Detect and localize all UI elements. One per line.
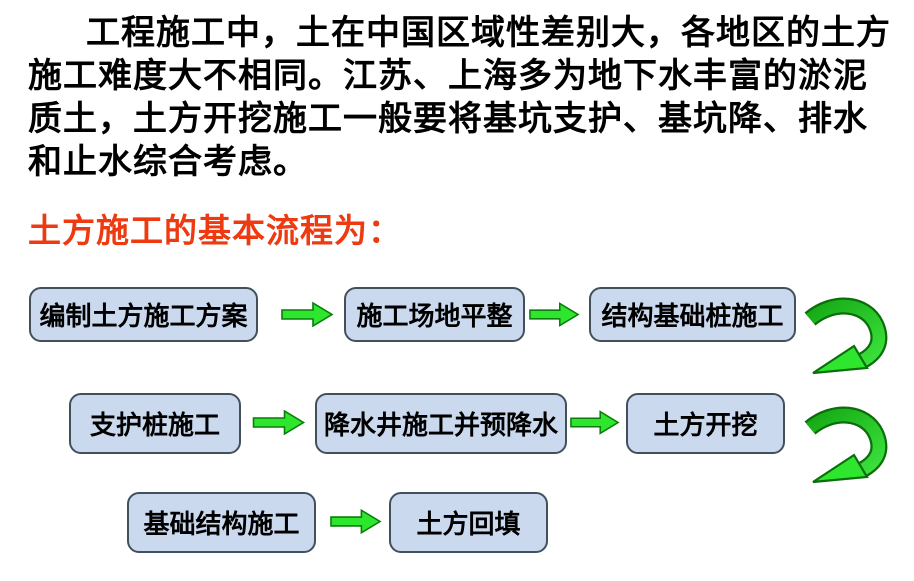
flow-arrow-icon: [529, 302, 580, 327]
flow-node-label: 降水井施工并预降水: [323, 411, 558, 440]
flow-node-label: 土方回填: [416, 510, 521, 539]
flow-arrow-icon: [281, 301, 334, 328]
flow-node-label: 支护桩施工: [89, 411, 220, 440]
flow-arrow-icon: [330, 508, 382, 535]
intro-line: 工程施工中，土在中国区域性差别大，各地区的土方: [86, 15, 891, 52]
intro-line: 施工难度大不相同。江苏、上海多为地下水丰富的淤泥: [28, 58, 868, 95]
flow-node-label: 编制土方施工方案: [39, 302, 248, 331]
flow-node-foundation-structure: 基础结构施工: [127, 492, 316, 553]
flow-node-backfill: 土方回填: [389, 492, 548, 553]
flow-node-foundation-piles: 结构基础桩施工: [589, 287, 796, 342]
flow-arrow-icon: [570, 410, 620, 435]
intro-line: 质土，土方开挖施工一般要将基坑支护、基坑降、排水: [28, 101, 868, 138]
flow-node-label: 土方开挖: [653, 411, 758, 440]
intro-line: 和止水综合考虑。: [28, 144, 308, 181]
intro-paragraph: 工程施工中，土在中国区域性差别大，各地区的土方 施工难度大不相同。江苏、上海多为…: [28, 12, 900, 184]
curved-arrow-icon: [804, 297, 888, 375]
flow-arrow-icon: [252, 409, 306, 436]
flow-node-plan: 编制土方施工方案: [29, 287, 258, 342]
flow-node-site-leveling: 施工场地平整: [344, 287, 525, 342]
flow-node-support-piles: 支护桩施工: [69, 393, 241, 454]
flow-node-excavation: 土方开挖: [626, 393, 785, 454]
flow-node-dewatering-wells: 降水井施工并预降水: [315, 393, 567, 454]
flow-node-label: 基础结构施工: [143, 510, 300, 539]
flow-node-label: 施工场地平整: [356, 302, 513, 331]
curved-arrow-icon: [804, 406, 888, 484]
section-heading: 土方施工的基本流程为：: [28, 212, 402, 249]
flow-node-label: 结构基础桩施工: [601, 302, 784, 331]
